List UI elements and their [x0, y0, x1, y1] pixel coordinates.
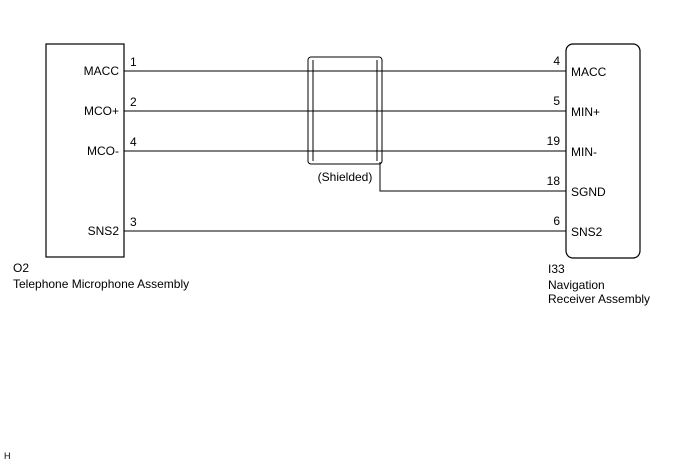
right-pin-label-sns2: SNS2	[571, 225, 603, 239]
right-pin-label-min-minus: MIN-	[571, 145, 597, 159]
left-pin-label-mco-plus: MCO+	[84, 104, 119, 118]
right-pin-number-19: 19	[547, 134, 561, 148]
left-pin-label-mco-minus: MCO-	[87, 144, 119, 158]
right-pin-number-18: 18	[547, 174, 561, 188]
left-component-name: Telephone Microphone Assembly	[13, 277, 189, 291]
right-pin-number-6: 6	[553, 214, 560, 228]
right-component-code: I33	[548, 262, 565, 276]
shield-symbol	[307, 56, 383, 165]
right-component-name-line1: Navigation	[548, 278, 605, 292]
right-pin-label-min-plus: MIN+	[571, 105, 600, 119]
right-component-name-line2: Receiver Assembly	[548, 292, 650, 306]
wire-shield-ground	[379, 162, 566, 192]
left-pin-label-macc: MACC	[84, 64, 120, 78]
left-pin-number-4: 4	[130, 135, 137, 149]
right-pin-label-sgnd: SGND	[571, 185, 606, 199]
footer-code: H	[4, 451, 11, 461]
right-pin-label-macc: MACC	[571, 65, 607, 79]
left-pin-label-sns2: SNS2	[88, 224, 120, 238]
left-pin-number-3: 3	[130, 215, 137, 229]
right-pin-number-5: 5	[553, 94, 560, 108]
shield-label: (Shielded)	[318, 170, 373, 184]
left-component-code: O2	[13, 261, 29, 275]
left-pin-number-2: 2	[130, 95, 137, 109]
left-pin-number-1: 1	[130, 55, 137, 69]
right-pin-number-4: 4	[553, 54, 560, 68]
